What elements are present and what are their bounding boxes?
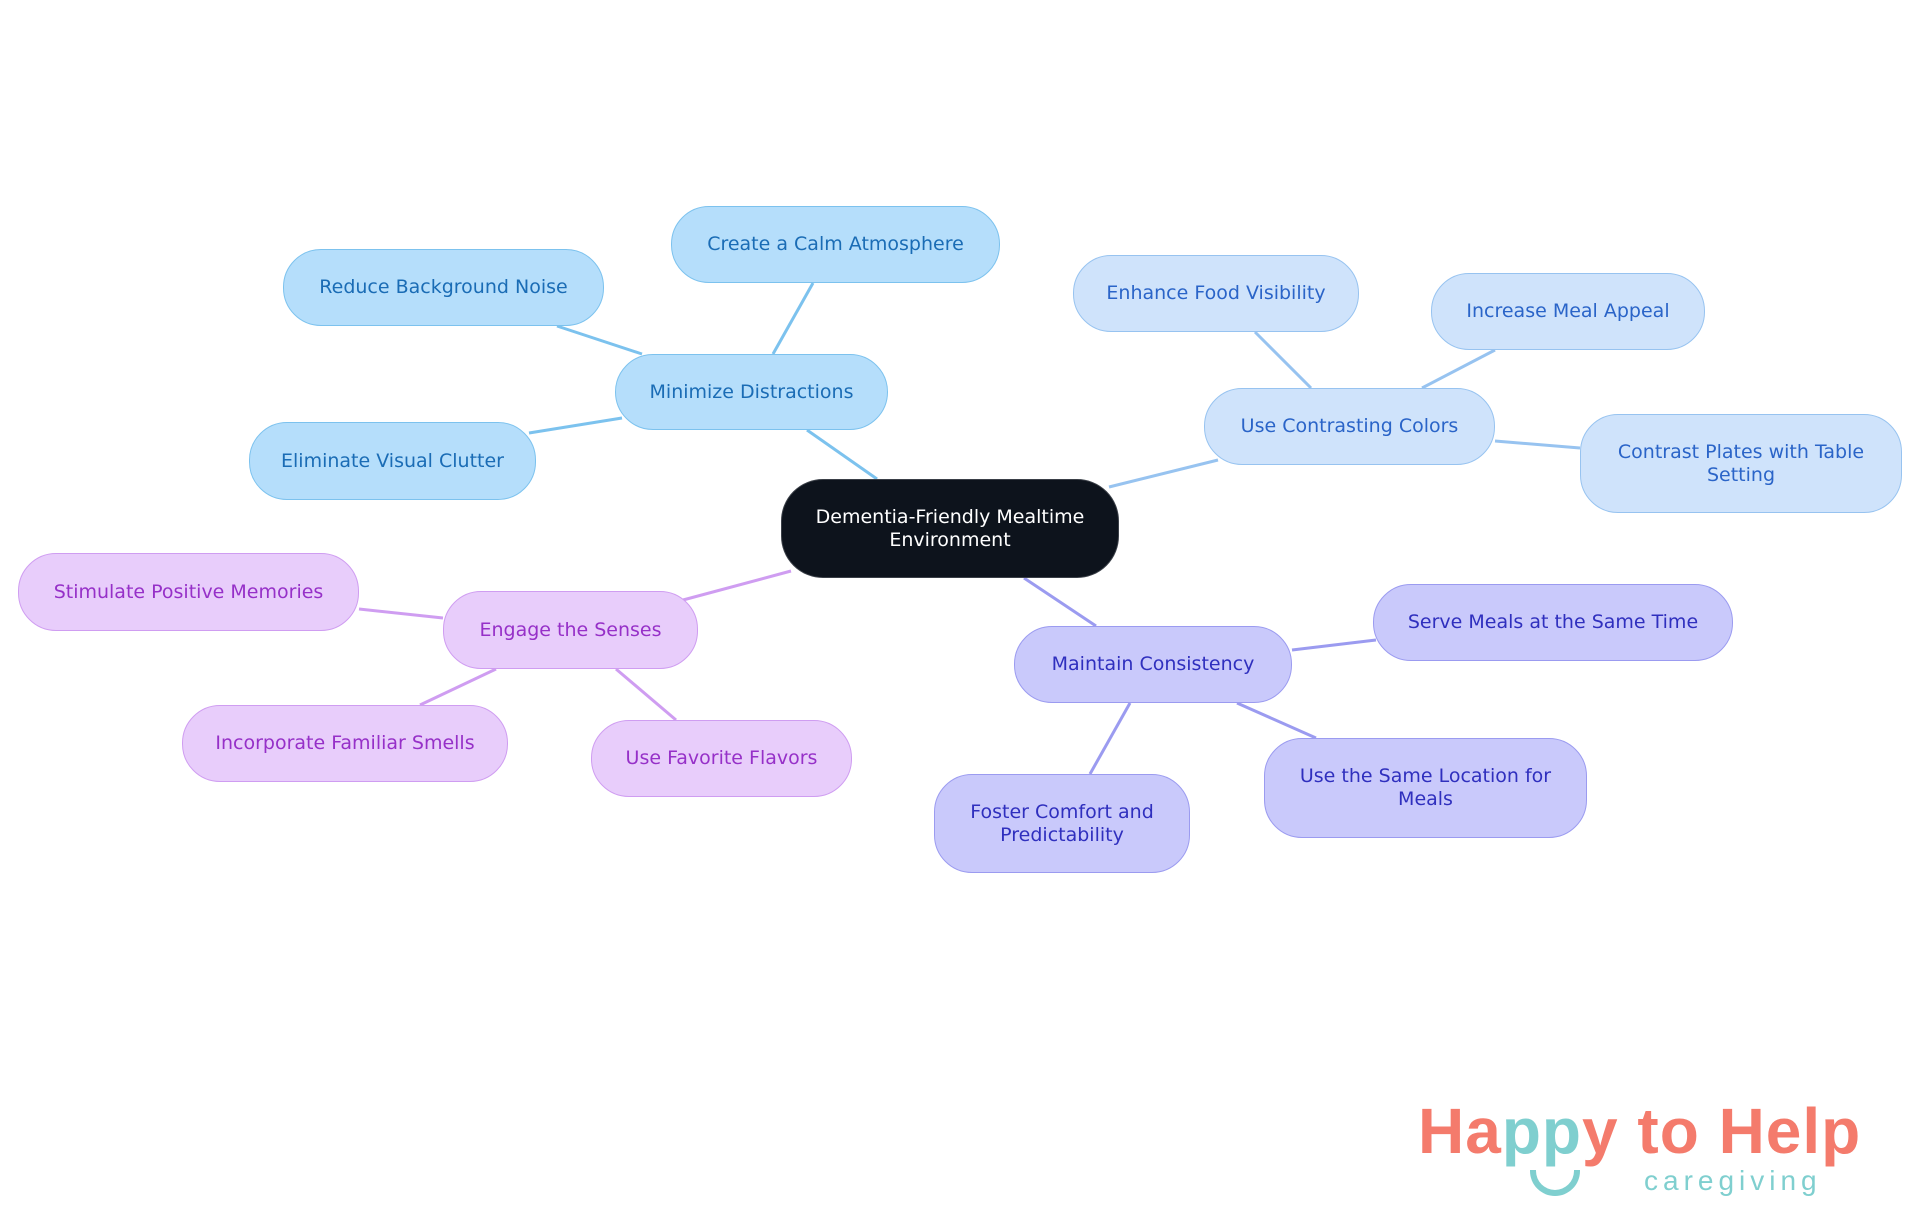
node-calm[interactable]: Create a Calm Atmosphere	[671, 206, 1000, 283]
node-clutter[interactable]: Eliminate Visual Clutter	[249, 422, 536, 500]
node-label: Increase Meal Appeal	[1466, 300, 1670, 322]
connector-minimize-noise	[556, 324, 643, 356]
logo-smile-icon	[1530, 1170, 1580, 1196]
node-label: Minimize Distractions	[649, 380, 854, 403]
connector-senses-smells	[419, 667, 497, 707]
node-label: Dementia-Friendly Mealtime Environment	[815, 505, 1085, 551]
connector-senses-memories	[358, 607, 444, 620]
connector-root-senses	[682, 569, 792, 602]
node-label: Eliminate Visual Clutter	[281, 449, 504, 472]
node-label: Use the Same Location for Meals	[1299, 765, 1552, 810]
node-appeal[interactable]: Increase Meal Appeal	[1431, 273, 1705, 350]
node-noise[interactable]: Reduce Background Noise	[283, 249, 604, 326]
node-root[interactable]: Dementia-Friendly Mealtime Environment	[781, 479, 1119, 578]
logo-wordmark: Happy to Help	[1418, 1095, 1862, 1167]
node-location[interactable]: Use the Same Location for Meals	[1264, 738, 1587, 838]
node-label: Create a Calm Atmosphere	[707, 233, 964, 255]
node-label: Foster Comfort and Predictability	[970, 800, 1154, 846]
node-label: Contrast Plates with Table Setting	[1617, 440, 1865, 486]
node-senses[interactable]: Engage the Senses	[443, 591, 698, 669]
connector-senses-flavors	[615, 667, 677, 722]
node-label: Use Contrasting Colors	[1240, 415, 1459, 437]
node-label: Maintain Consistency	[1051, 653, 1255, 675]
node-label: Stimulate Positive Memories	[53, 580, 324, 603]
connector-contrast-visibility	[1253, 330, 1313, 390]
node-label: Reduce Background Noise	[319, 276, 568, 298]
connector-minimize-calm	[771, 282, 815, 355]
node-label: Incorporate Familiar Smells	[215, 732, 475, 754]
connector-root-contrast	[1108, 458, 1219, 489]
node-label: Enhance Food Visibility	[1106, 282, 1326, 304]
node-comfort[interactable]: Foster Comfort and Predictability	[934, 774, 1190, 873]
connector-root-consistency	[1023, 576, 1097, 628]
connector-consistency-sametime	[1291, 638, 1377, 652]
happy-to-help-logo: Happy to Help caregiving	[1418, 1095, 1888, 1210]
node-minimize[interactable]: Minimize Distractions	[615, 354, 888, 430]
node-visibility[interactable]: Enhance Food Visibility	[1073, 255, 1359, 332]
node-consistency[interactable]: Maintain Consistency	[1014, 626, 1292, 703]
connector-consistency-location	[1236, 701, 1317, 740]
node-contrast[interactable]: Use Contrasting Colors	[1204, 388, 1495, 465]
node-smells[interactable]: Incorporate Familiar Smells	[182, 705, 508, 782]
connector-contrast-plates	[1494, 439, 1581, 450]
node-label: Serve Meals at the Same Time	[1407, 611, 1699, 633]
connector-contrast-appeal	[1421, 348, 1496, 390]
node-sametime[interactable]: Serve Meals at the Same Time	[1373, 584, 1733, 661]
connector-root-minimize	[806, 428, 878, 481]
node-plates[interactable]: Contrast Plates with Table Setting	[1580, 414, 1902, 513]
node-label: Use Favorite Flavors	[625, 747, 818, 769]
node-flavors[interactable]: Use Favorite Flavors	[591, 720, 852, 797]
connector-minimize-clutter	[528, 416, 623, 435]
logo-tagline: caregiving	[1644, 1165, 1822, 1196]
connector-consistency-comfort	[1088, 702, 1132, 775]
node-label: Engage the Senses	[479, 618, 662, 641]
node-memories[interactable]: Stimulate Positive Memories	[18, 553, 359, 631]
